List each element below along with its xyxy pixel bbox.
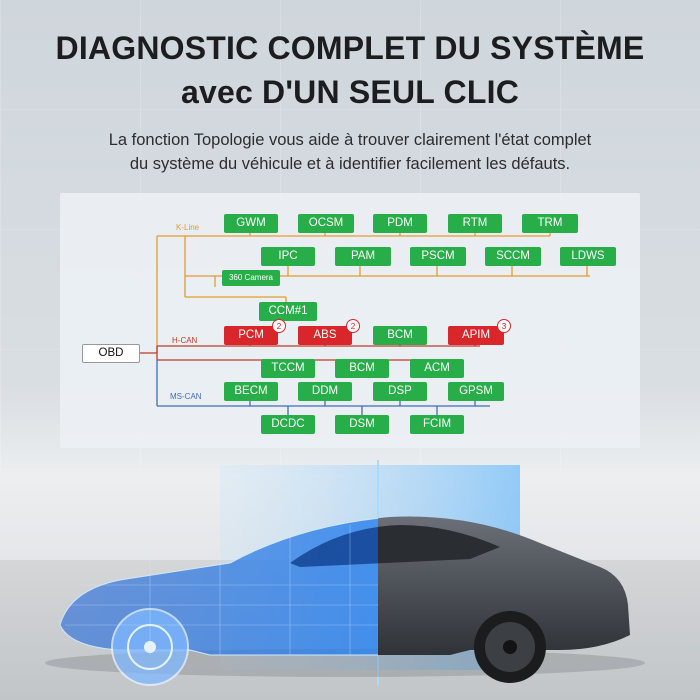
module-node[interactable]: BCM [335,359,389,378]
car-xray-graphic [45,460,645,686]
module-node[interactable]: LDWS [560,247,616,266]
headline-line-1: DIAGNOSTIC COMPLET DU SYSTÈME [55,30,645,66]
module-node[interactable]: OCSM [298,214,354,233]
car-illustration [0,455,700,700]
module-node[interactable]: DCDC [261,415,315,434]
fault-count-badge: 2 [346,319,360,333]
module-node[interactable]: TRM [522,214,578,233]
subtitle-line-2: du système du véhicule et à identifier f… [129,155,571,173]
module-node[interactable]: PDM [373,214,427,233]
module-node[interactable]: BCM [373,326,427,345]
module-node[interactable]: 360 Camera [222,270,280,286]
fault-count-badge: 2 [272,319,286,333]
module-node[interactable]: BECM [224,382,278,401]
headline-line-2: avec D'UN SEUL CLIC [180,74,520,110]
obd-root-node[interactable]: OBD [82,344,140,363]
mscan-label: MS-CAN [170,392,202,401]
hcan-label: H-CAN [172,336,198,345]
module-node[interactable]: ACM [410,359,464,378]
module-node[interactable]: IPC [261,247,315,266]
module-node-fault[interactable]: APIM [448,326,504,345]
module-node[interactable]: CCM#1 [259,302,317,321]
module-node-fault[interactable]: PCM [224,326,278,345]
module-node[interactable]: GPSM [448,382,504,401]
module-node[interactable]: DSM [335,415,389,434]
module-node[interactable]: PAM [335,247,391,266]
kline-label: K-Line [176,223,200,232]
module-node-fault[interactable]: ABS [298,326,352,345]
module-node[interactable]: FCIM [410,415,464,434]
module-node[interactable]: GWM [224,214,278,233]
module-node[interactable]: RTM [448,214,502,233]
fault-count-badge: 3 [497,319,511,333]
module-node[interactable]: SCCM [485,247,541,266]
subtitle-line-1: La fonction Topologie vous aide à trouve… [108,131,592,149]
topology-diagram: K-Line H-CAN MS-CAN document.currentScri… [60,193,640,448]
module-node[interactable]: DSP [373,382,427,401]
module-node[interactable]: TCCM [261,359,315,378]
module-node[interactable]: PSCM [410,247,466,266]
module-node[interactable]: DDM [298,382,352,401]
